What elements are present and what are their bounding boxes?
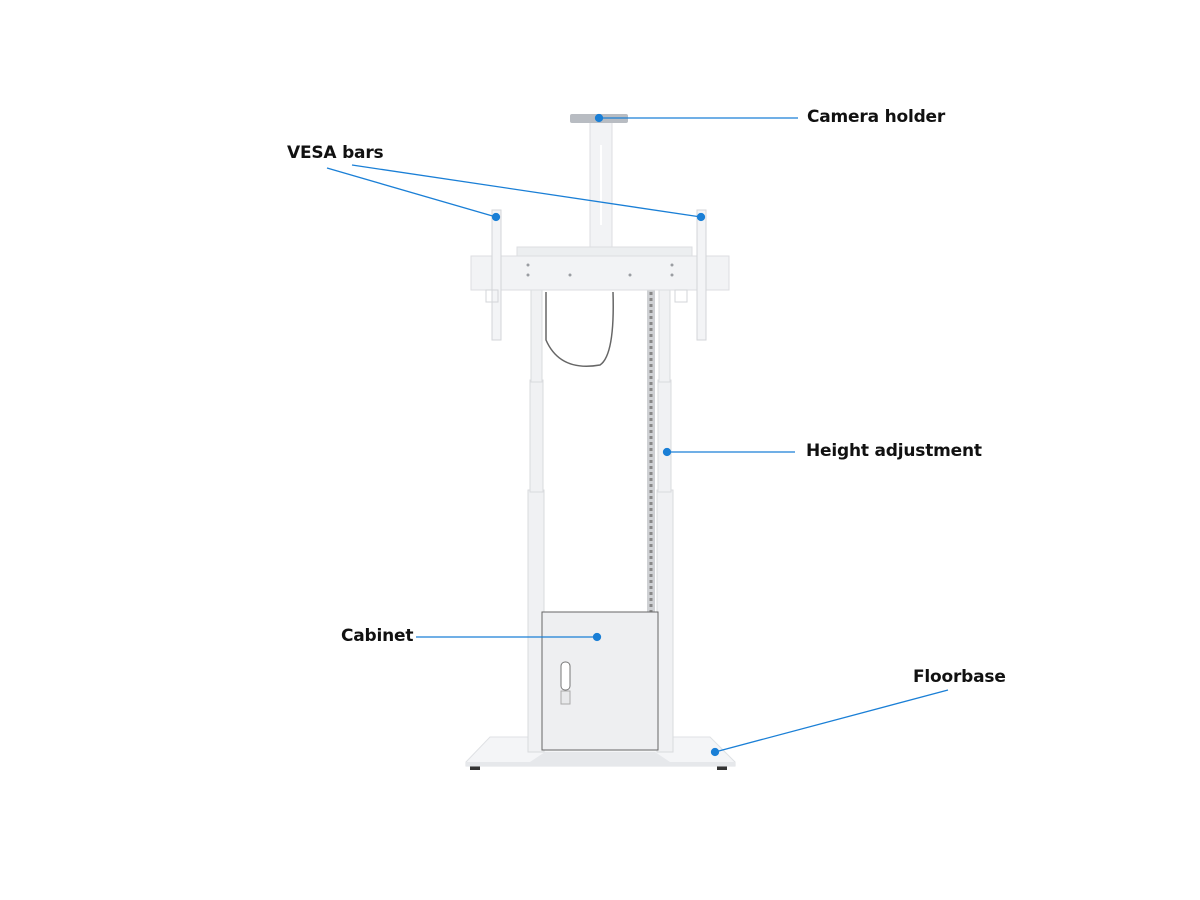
vesa-bars-label: VESA bars (287, 143, 384, 163)
height-adjustment-label: Height adjustment (806, 441, 982, 461)
callout-lines (326, 113, 949, 757)
cabinet-label: Cabinet (341, 626, 414, 646)
chain (647, 290, 655, 615)
camera-arm (570, 114, 628, 251)
floorbase-label: Floorbase (913, 667, 1006, 687)
cable (545, 291, 614, 367)
vesa-bars (485, 209, 707, 341)
camera-holder-label: Camera holder (807, 107, 946, 127)
crossbar (470, 246, 730, 291)
cabinet-shape (541, 611, 659, 751)
